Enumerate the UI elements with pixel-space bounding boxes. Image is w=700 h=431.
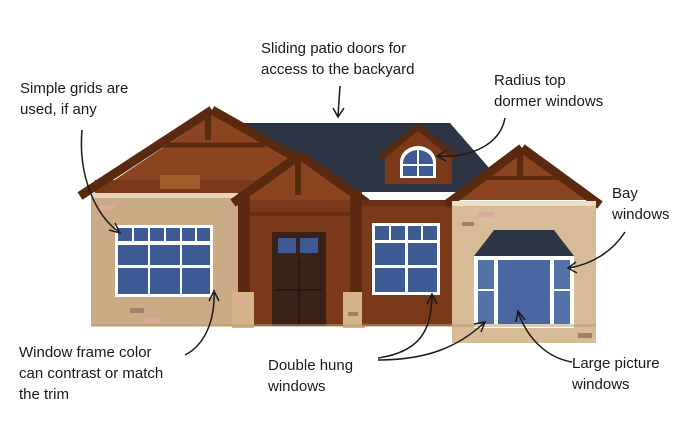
label-grids-line2: used, if any (20, 101, 97, 118)
label-double-hung: Double hung windows (268, 355, 353, 397)
label-patio-line2: access to the backyard (261, 61, 415, 78)
arrow-dh-bay (377, 322, 485, 361)
label-frame-line1: Window frame color (19, 344, 152, 361)
label-pic-line1: Large picture (572, 355, 660, 372)
label-dh-line1: Double hung (268, 357, 354, 374)
label-patio-doors: Sliding patio doors for access to the ba… (261, 38, 414, 80)
arrow-radius (437, 117, 506, 157)
label-radius-top: Radius top dormer windows (494, 70, 603, 112)
label-picture-windows: Large picture windows (572, 353, 660, 395)
left-grid-window (115, 225, 213, 297)
label-patio-line1: Sliding patio doors for (261, 40, 407, 57)
arrow-frame (184, 291, 215, 356)
center-double-hung-window (372, 223, 440, 295)
front-door (272, 232, 326, 326)
arrow-dh-center (377, 293, 433, 359)
arrow-patio (337, 85, 341, 117)
right-gable (452, 150, 596, 200)
label-frame-line2: can contrast or match (19, 365, 164, 382)
label-frame-line3: the trim (19, 386, 70, 403)
arrow-grids (80, 129, 120, 233)
right-pillar (343, 292, 365, 328)
bay-window (474, 230, 574, 328)
label-grids-line1: Simple grids are (20, 80, 129, 97)
label-pic-line2: windows (572, 376, 630, 393)
label-bay-line1: Bay (612, 185, 638, 202)
dormer (378, 124, 458, 184)
left-pillar (232, 292, 254, 328)
label-bay-windows: Bay windows (612, 183, 670, 225)
arrow-bay (568, 231, 626, 269)
label-radius-line2: dormer windows (494, 93, 604, 110)
label-radius-line1: Radius top (494, 72, 566, 89)
label-dh-line2: windows (268, 378, 326, 395)
annotation-arrows (80, 85, 626, 363)
label-frame-color: Window frame color can contrast or match… (19, 342, 163, 405)
label-bay-line2: windows (612, 206, 670, 223)
arrow-picture (517, 311, 573, 363)
label-simple-grids: Simple grids are used, if any (20, 78, 128, 120)
left-gable (95, 115, 300, 200)
